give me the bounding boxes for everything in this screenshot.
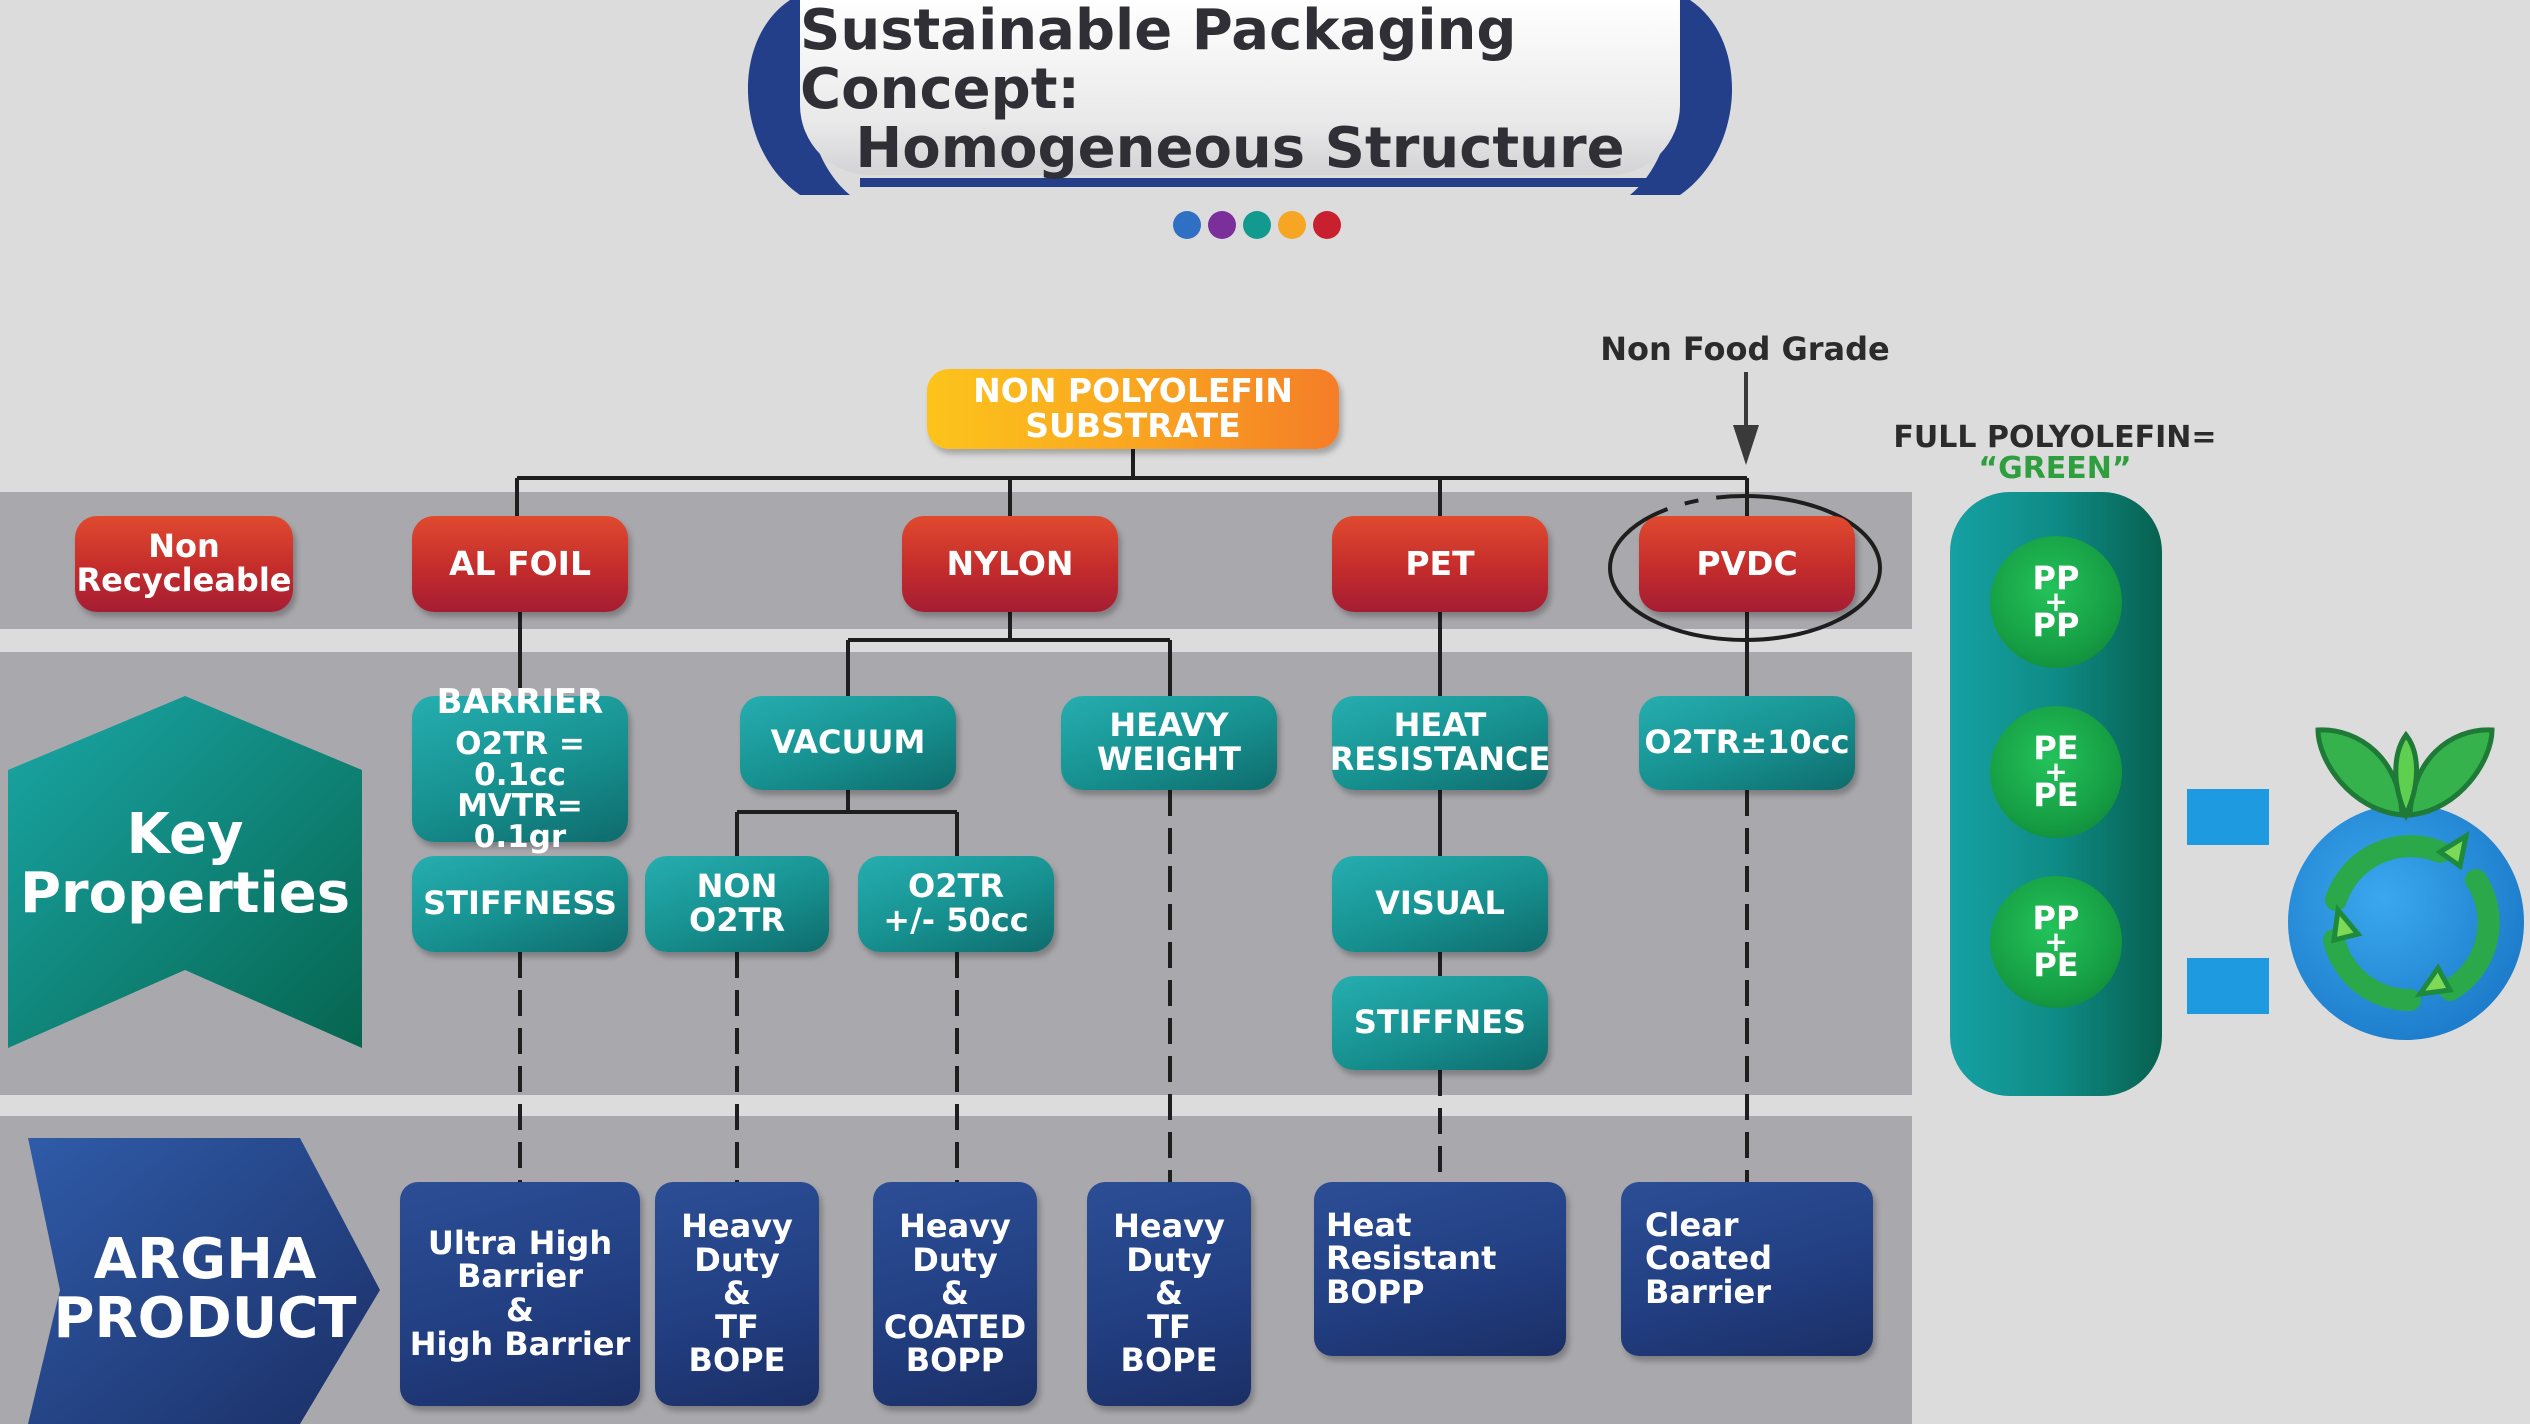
property-barrier: BARRIER O2TR = 0.1cc MVTR= 0.1gr bbox=[412, 685, 628, 853]
combo-plus: + bbox=[2044, 584, 2068, 618]
combo-top: PE bbox=[2033, 729, 2079, 768]
o2tr-50-line-2: +/- 50cc bbox=[883, 901, 1029, 939]
root-line-2: SUBSTRATE bbox=[1025, 406, 1241, 445]
property-visual: VISUAL bbox=[1332, 856, 1548, 952]
product-text: BOPE bbox=[688, 1341, 786, 1380]
full-polyolefin-line-2: “GREEN” bbox=[1978, 451, 2132, 486]
product-heat-resistant-bopp: Heat Resistant BOPP bbox=[1314, 1182, 1566, 1356]
product-text: Duty bbox=[912, 1240, 998, 1279]
product-text: & bbox=[941, 1274, 969, 1313]
heat-resistance-line-2: RESISTANCE bbox=[1329, 740, 1551, 778]
product-text: TF bbox=[1147, 1307, 1191, 1346]
product-text: Heavy bbox=[681, 1207, 793, 1246]
product-clear-coated-barrier: Clear Coated Barrier bbox=[1621, 1182, 1873, 1356]
combo-pp-pe: PP + PE bbox=[1990, 876, 2122, 1008]
product-text: & bbox=[723, 1274, 751, 1313]
property-stiffnes: STIFFNES bbox=[1332, 976, 1548, 1070]
non-recyclable-line-2: Recycleable bbox=[76, 561, 292, 599]
title-line-2: Homogeneous Structure bbox=[855, 115, 1625, 181]
barrier-title: BARRIER bbox=[436, 682, 604, 722]
product-text: BOPP bbox=[1326, 1272, 1425, 1311]
product-text: BOPP bbox=[905, 1341, 1005, 1380]
root-node: NON POLYOLEFIN SUBSTRATE bbox=[927, 369, 1339, 449]
argha-line-1: ARGHA bbox=[93, 1227, 317, 1293]
substrate-al-foil: AL FOIL bbox=[412, 516, 628, 612]
product-text: Heat Resistant bbox=[1326, 1205, 1497, 1278]
product-text: Barrier bbox=[1645, 1272, 1771, 1311]
combo-bottom: PE bbox=[2033, 946, 2079, 985]
product-text: & bbox=[1155, 1274, 1183, 1313]
title-dot bbox=[1208, 211, 1236, 239]
combo-pe-pe: PE + PE bbox=[1990, 706, 2122, 838]
property-o2tr-50cc: O2TR +/- 50cc bbox=[858, 856, 1054, 952]
product-text: Ultra High bbox=[427, 1223, 613, 1262]
equals-sign-bottom bbox=[2187, 958, 2269, 1014]
root-line-1: NON POLYOLEFIN bbox=[973, 371, 1293, 411]
substrate-nylon: NYLON bbox=[902, 516, 1118, 612]
product-text: Duty bbox=[1126, 1240, 1212, 1279]
heavy-weight-line-1: HEAVY bbox=[1109, 706, 1229, 745]
barrier-o2tr: O2TR = 0.1cc bbox=[455, 726, 585, 793]
property-vacuum: VACUUM bbox=[740, 696, 956, 790]
property-heat-resistance: HEAT RESISTANCE bbox=[1329, 696, 1551, 790]
non-o2tr-line-1: NON bbox=[696, 867, 778, 906]
non-o2tr-line-2: O2TR bbox=[689, 901, 785, 939]
combo-plus: + bbox=[2044, 754, 2068, 788]
o2tr-50-line-1: O2TR bbox=[908, 867, 1004, 906]
title-dot bbox=[1278, 211, 1306, 239]
substrate-pvdc: PVDC bbox=[1639, 516, 1855, 612]
key-properties-line-1: Key bbox=[126, 802, 244, 868]
property-heavy-weight: HEAVY WEIGHT bbox=[1061, 696, 1277, 790]
product-text: Clear Coated bbox=[1645, 1205, 1772, 1278]
combo-top: PP bbox=[2032, 899, 2080, 938]
argha-line-2: PRODUCT bbox=[53, 1286, 357, 1351]
combo-bottom: PP bbox=[2032, 606, 2080, 645]
property-o2tr-10cc: O2TR±10cc bbox=[1639, 696, 1855, 790]
product-heavy-duty-tf-bope-2: Heavy Duty & TF BOPE bbox=[1087, 1182, 1251, 1406]
title-dot bbox=[1243, 211, 1271, 239]
title: Sustainable Packaging Concept: Homogeneo… bbox=[800, 0, 1680, 178]
product-text: & bbox=[506, 1291, 534, 1329]
heavy-weight-line-2: WEIGHT bbox=[1097, 740, 1241, 778]
title-line-1: Sustainable Packaging Concept: bbox=[800, 0, 1517, 123]
equals-sign-top bbox=[2187, 789, 2269, 845]
key-properties-line-2: Properties bbox=[19, 861, 351, 926]
non-recyclable-label: Non Recycleable bbox=[75, 516, 293, 612]
product-heavy-duty-tf-bope: Heavy Duty & TF BOPE bbox=[655, 1182, 819, 1406]
property-non-o2tr: NON O2TR bbox=[645, 856, 829, 952]
non-recyclable-line-1: Non bbox=[148, 527, 220, 566]
full-polyolefin-label: FULL POLYOLEFIN= “GREEN” bbox=[1880, 418, 2230, 488]
product-text: COATED bbox=[883, 1307, 1027, 1346]
combo-bottom: PE bbox=[2033, 776, 2079, 815]
property-stiffness: STIFFNESS bbox=[412, 856, 628, 952]
product-text: BOPE bbox=[1120, 1341, 1218, 1380]
product-text: Barrier bbox=[457, 1257, 583, 1296]
substrate-pet: PET bbox=[1332, 516, 1548, 612]
non-food-grade-label: Non Food Grade bbox=[1600, 330, 1890, 369]
product-text: High Barrier bbox=[409, 1324, 631, 1363]
product-text: TF bbox=[715, 1307, 759, 1346]
title-dot bbox=[1313, 211, 1341, 239]
product-text: Duty bbox=[694, 1240, 780, 1279]
key-properties-label: Key Properties bbox=[20, 795, 350, 935]
combo-plus: + bbox=[2044, 924, 2068, 958]
product-text: Heavy bbox=[1113, 1207, 1225, 1246]
product-heavy-duty-coated-bopp: Heavy Duty & COATED BOPP bbox=[873, 1182, 1037, 1406]
product-ultra-high-barrier: Ultra High Barrier & High Barrier bbox=[400, 1182, 640, 1406]
combo-pp-pp: PP + PP bbox=[1990, 536, 2122, 668]
title-dot bbox=[1173, 211, 1201, 239]
combo-top: PP bbox=[2032, 559, 2080, 598]
barrier-mvtr: MVTR= 0.1gr bbox=[457, 788, 583, 855]
product-text: Heavy bbox=[899, 1207, 1011, 1246]
full-polyolefin-line-1: FULL POLYOLEFIN= bbox=[1893, 419, 2217, 455]
argha-product-label: ARGHA PRODUCT bbox=[40, 1215, 370, 1365]
heat-resistance-line-1: HEAT bbox=[1393, 706, 1487, 745]
